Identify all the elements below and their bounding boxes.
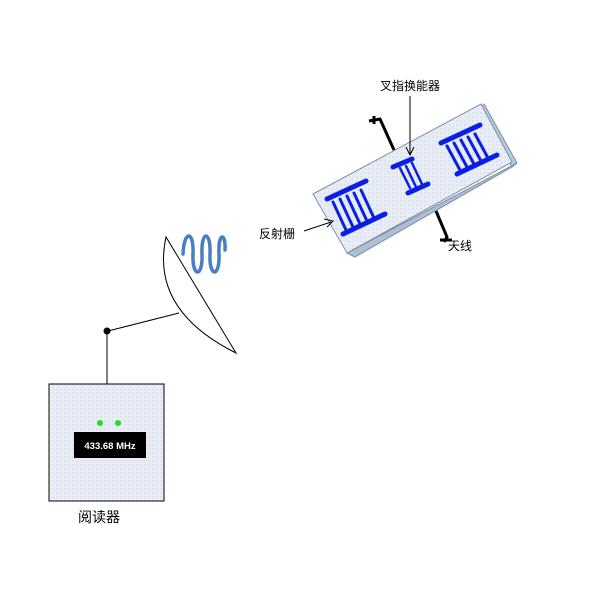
saw-tag xyxy=(312,103,518,258)
substrate-bottom-face xyxy=(345,162,518,258)
frequency-display xyxy=(74,432,146,458)
frequency-readout: 433.68 MHz xyxy=(84,441,135,452)
idt-electrodes xyxy=(390,156,431,196)
reflector-grating-left xyxy=(324,178,388,237)
radio-wave-icon xyxy=(181,234,227,274)
tag-antenna xyxy=(368,116,452,243)
callout-lines xyxy=(303,96,415,232)
label-reflector: 反射栅 xyxy=(259,226,295,241)
feed-joint xyxy=(103,327,111,335)
label-reader: 阅读器 xyxy=(78,509,120,526)
status-led-1 xyxy=(97,420,103,426)
reflector-grating-right xyxy=(438,122,500,177)
dish-reflector xyxy=(162,235,238,355)
label-antenna: 天线 xyxy=(448,239,472,253)
status-led-2 xyxy=(115,420,121,426)
reader-device: 433.68 MHz xyxy=(48,383,165,502)
dish-antenna xyxy=(103,235,238,384)
label-idt: 叉指换能器 xyxy=(380,78,440,93)
